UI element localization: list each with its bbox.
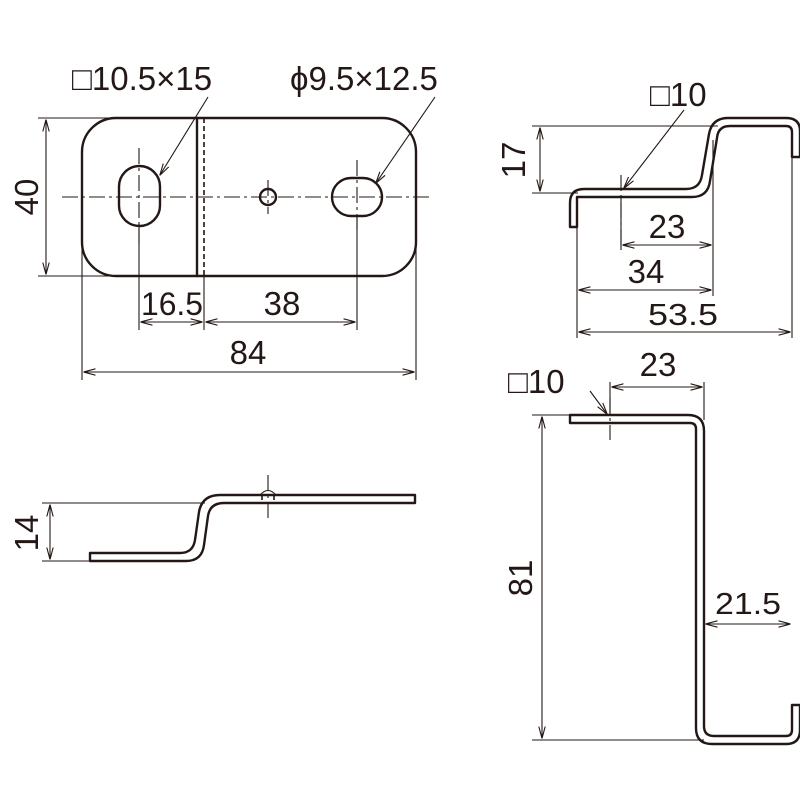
small-side-total-dimension-label: 53.5 bbox=[648, 297, 718, 332]
tall-side-height-dimension-label: 81 bbox=[502, 560, 539, 597]
small-side-callout-leader bbox=[624, 109, 685, 188]
small-side-height-dimension-label: 17 bbox=[495, 142, 532, 179]
side-view-tall: □10 23 81 21.5 bbox=[502, 346, 800, 746]
hole-spacing-dimension-label: 38 bbox=[264, 285, 301, 322]
tall-side-top-dimension-label: 23 bbox=[640, 346, 677, 383]
front-profile bbox=[88, 493, 417, 563]
small-side-mid-dimension-label: 34 bbox=[628, 253, 665, 290]
tall-side-profile bbox=[568, 413, 800, 746]
square-slot-callout: □10.5×15 bbox=[72, 60, 212, 97]
small-side-profile bbox=[568, 116, 800, 229]
offset-dimension-label: 16.5 bbox=[141, 286, 203, 322]
total-length-dimension-label: 84 bbox=[230, 334, 267, 371]
phi-slot-leader bbox=[376, 96, 436, 183]
side-view-small: □10 17 23 34 53.5 bbox=[495, 76, 800, 338]
small-side-square-callout: □10 bbox=[650, 76, 707, 113]
height-dimension-label: 40 bbox=[8, 179, 45, 216]
phi-slot-callout: ϕ9.5×12.5 bbox=[290, 60, 438, 97]
front-height-dimension-label: 14 bbox=[8, 515, 45, 552]
tall-side-callout-leader bbox=[589, 390, 607, 414]
front-hole-bulge bbox=[259, 489, 277, 496]
tall-side-bottom-dimension-label: 21.5 bbox=[715, 586, 781, 621]
tall-side-square-callout: □10 bbox=[508, 363, 565, 400]
front-view: 14 bbox=[8, 475, 417, 563]
top-view: □10.5×15 ϕ9.5×12.5 40 16.5 38 84 bbox=[8, 60, 438, 380]
small-side-inner-dimension-label: 23 bbox=[649, 208, 686, 245]
square-slot-leader bbox=[160, 96, 209, 175]
